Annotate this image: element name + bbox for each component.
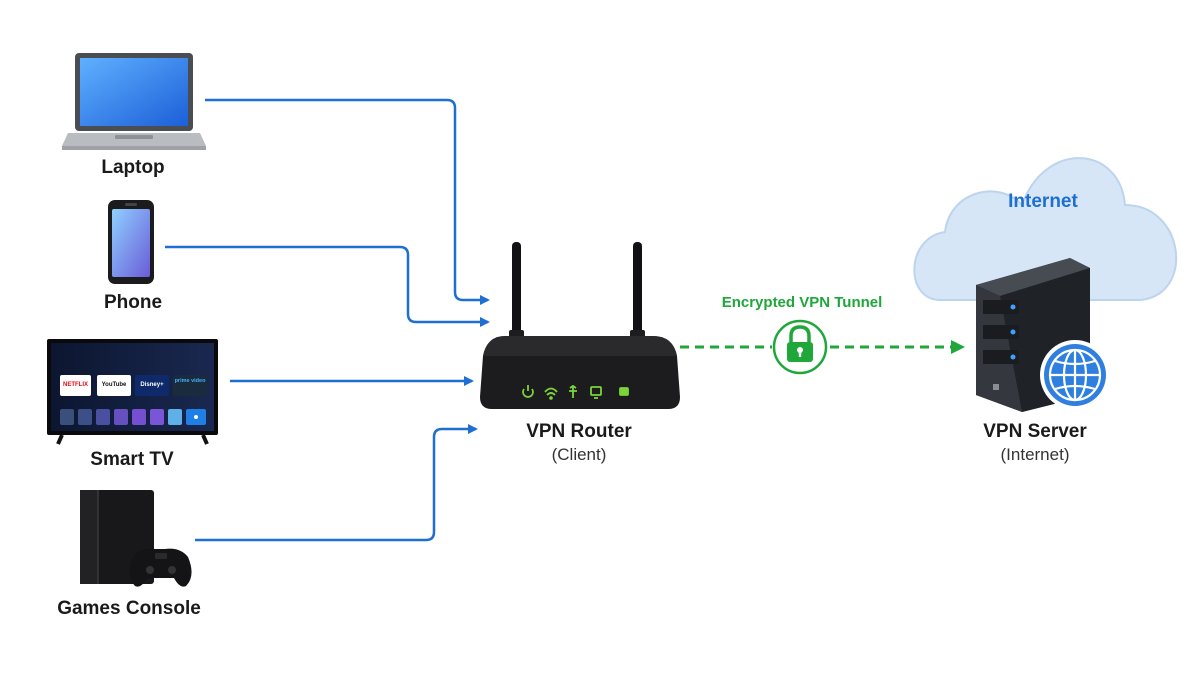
games-console-label: Games Console — [57, 598, 201, 619]
link-console — [195, 424, 478, 542]
link-laptop — [205, 98, 490, 305]
tv-app-disney: Disney+ — [135, 375, 169, 396]
laptop-icon — [62, 53, 206, 150]
vpn-tunnel — [680, 319, 965, 375]
link-phone — [165, 245, 490, 327]
tv-app-prime-video: prime video — [173, 375, 207, 396]
lock-icon — [772, 319, 828, 375]
tv-app-row — [60, 409, 206, 425]
device-links — [165, 98, 490, 542]
server-title: VPN Server — [983, 421, 1087, 442]
vpn-router-icon — [480, 242, 680, 409]
router-title: VPN Router — [526, 421, 632, 442]
games-console-icon — [80, 490, 192, 587]
server-subtitle: (Internet) — [1000, 445, 1070, 464]
tv-app-youtube: YouTube — [97, 375, 131, 396]
tunnel-label: Encrypted VPN Tunnel — [721, 294, 883, 311]
cloud-label: Internet — [1008, 191, 1078, 212]
globe-icon — [1040, 340, 1110, 410]
phone-icon — [108, 200, 154, 284]
internet-cloud — [913, 157, 1178, 301]
server-drive-bays — [983, 300, 1019, 390]
router-subtitle: (Client) — [551, 445, 607, 464]
router-status-leds — [522, 384, 629, 400]
smart-tv-label: Smart TV — [90, 449, 174, 470]
phone-label: Phone — [103, 292, 163, 313]
gamepad-icon — [129, 548, 192, 587]
laptop-label: Laptop — [101, 157, 165, 178]
tv-app-netflix: NETFLIX — [60, 375, 91, 396]
